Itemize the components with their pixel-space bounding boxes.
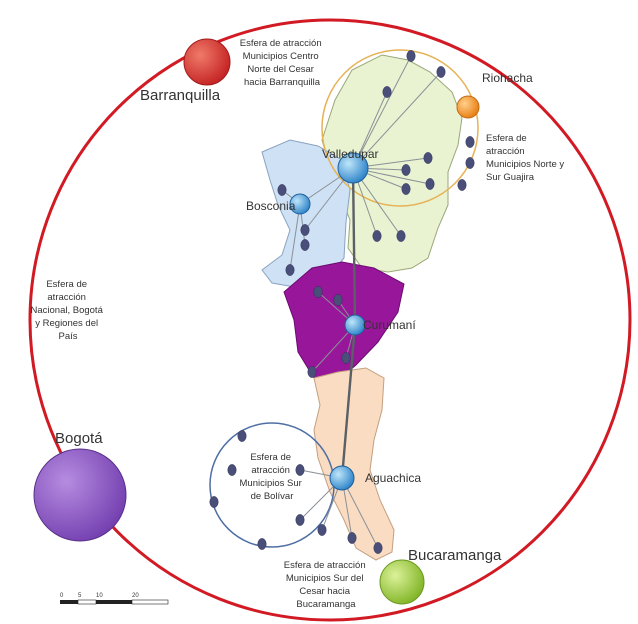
svg-text:0: 0	[60, 593, 64, 599]
bucaramanga-label: Bucaramanga	[408, 547, 502, 564]
trunk-lines	[340, 167, 357, 479]
valledupar-node	[337, 152, 369, 184]
bosconia-label: Bosconia	[246, 199, 296, 213]
bogota-node	[33, 448, 127, 542]
riohacha-label: Riohacha	[482, 71, 533, 85]
scale-bar: 0 5 10 20	[60, 593, 169, 605]
sur-bolivar-sphere-text: Esfera de atracción Municipios Sur de Bo…	[240, 452, 305, 502]
norte-guajira-sphere-circle	[321, 49, 479, 207]
bosconia-node	[289, 193, 311, 215]
national-sphere-circle	[28, 18, 632, 622]
aguachica-node	[329, 465, 355, 491]
svg-text:10: 10	[96, 593, 103, 599]
curumani-node	[344, 314, 366, 336]
valledupar-label: Valledupar	[322, 147, 378, 161]
svg-text:5: 5	[78, 593, 82, 599]
nacional-sphere-text: Esfera de atracción Nacional, Bogotá y R…	[31, 279, 106, 342]
norte-guajira-sphere-text: Esfera de atracción Municipios Norte y S…	[486, 133, 567, 183]
aguachica-label: Aguachica	[365, 471, 421, 485]
barranquilla-node	[183, 38, 231, 86]
bucaramanga-sphere-text: Esfera de atracción Municipios Sur del C…	[284, 560, 369, 610]
south-region	[313, 367, 395, 561]
svg-text:20: 20	[132, 593, 139, 599]
riohacha-node	[456, 95, 480, 119]
bogota-label: Bogotá	[55, 430, 103, 447]
bucaramanga-node	[379, 559, 425, 605]
barranquilla-label: Barranquilla	[140, 87, 221, 104]
municipality-dots	[209, 50, 475, 554]
barranquilla-sphere-text: Esfera de atracción Municipios Centro No…	[240, 38, 325, 88]
curumani-label: Curumaní	[363, 318, 416, 332]
